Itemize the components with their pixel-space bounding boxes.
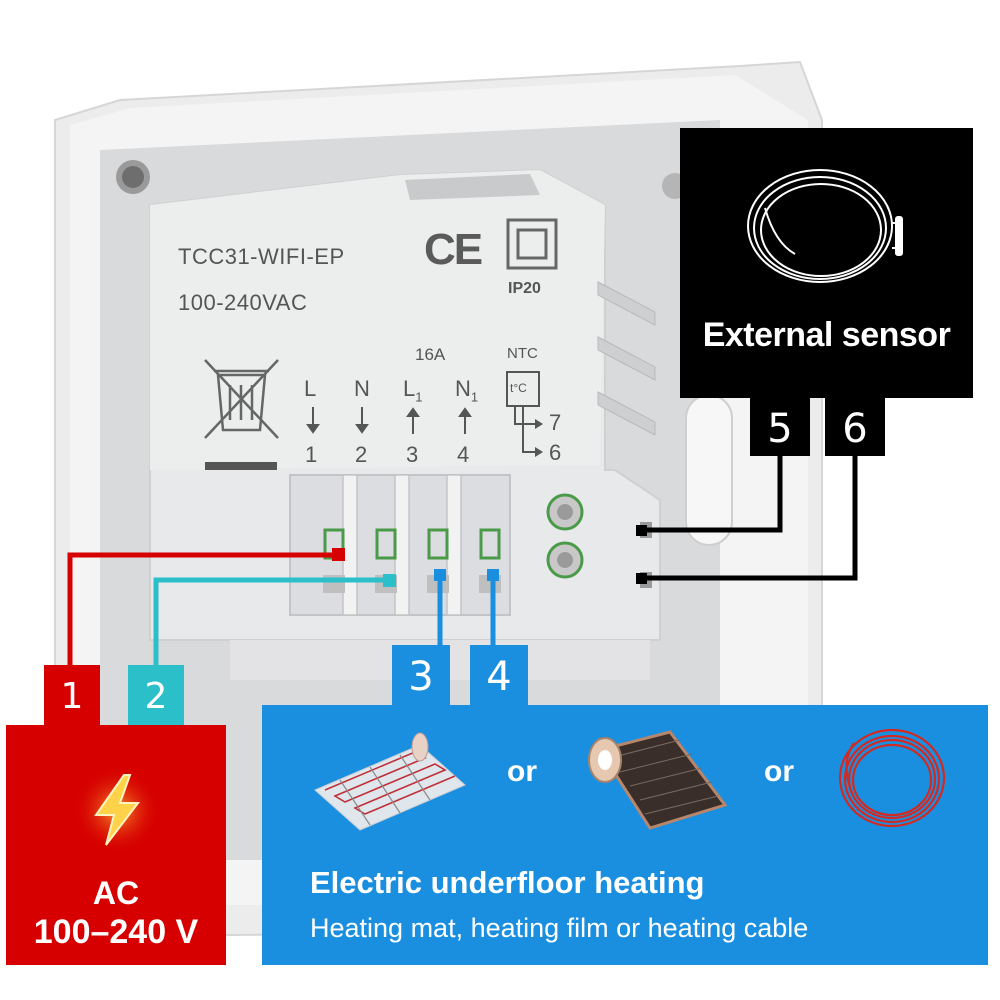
underfloor-heating-panel: or or Electric underfloor heating Heatin… xyxy=(262,705,988,965)
terminal-tag-2: 2 xyxy=(128,665,184,725)
ntc-label: NTC xyxy=(507,345,538,362)
terminal-label-n: N xyxy=(354,376,370,401)
or-separator-2: or xyxy=(764,755,794,788)
heating-title: Electric underfloor heating xyxy=(310,865,705,900)
terminal-label-n1: N1 xyxy=(455,376,479,405)
ac-label: AC xyxy=(92,875,140,911)
voltage-range-label: 100–240 V xyxy=(33,913,199,951)
device-voltage: 100-240VAC xyxy=(178,290,308,315)
terminal-tag-6: 6 xyxy=(825,398,885,456)
terminal-tag-1: 1 xyxy=(44,665,100,725)
heating-cable-icon xyxy=(838,728,946,828)
ip-rating: IP20 xyxy=(508,280,541,297)
power-supply-panel: AC 100–240 V xyxy=(6,725,226,965)
ntc-terminal-6: 6 xyxy=(549,440,562,465)
terminal-number-3: 3 xyxy=(406,442,419,467)
lightning-icon xyxy=(73,766,161,854)
terminal-number-4: 4 xyxy=(457,442,470,467)
terminal-label-l1: L1 xyxy=(403,376,423,405)
crossed-out-wheelie-bin-icon xyxy=(204,359,279,439)
heating-film-icon xyxy=(588,730,728,830)
terminal-number-2: 2 xyxy=(355,442,368,467)
current-rating: 16A xyxy=(415,345,446,364)
coiled-sensor-cable-icon xyxy=(747,169,903,283)
external-sensor-panel: External sensor xyxy=(680,128,973,398)
ntc-symbol: t°C xyxy=(510,381,527,395)
terminal-tag-4: 4 xyxy=(470,645,528,705)
terminal-number-1: 1 xyxy=(305,442,318,467)
or-separator-1: or xyxy=(507,755,537,788)
device-model: TCC31-WIFI-EP xyxy=(178,244,345,269)
ce-mark: CE xyxy=(424,225,483,274)
external-sensor-label: External sensor xyxy=(702,316,951,354)
terminal-tag-3: 3 xyxy=(392,645,450,705)
heating-subtitle: Heating mat, heating film or heating cab… xyxy=(310,913,809,943)
terminal-label-l: L xyxy=(304,376,317,401)
heating-mat-icon xyxy=(314,732,466,831)
ntc-terminal-7: 7 xyxy=(549,410,562,435)
terminal-tag-5: 5 xyxy=(750,398,810,456)
